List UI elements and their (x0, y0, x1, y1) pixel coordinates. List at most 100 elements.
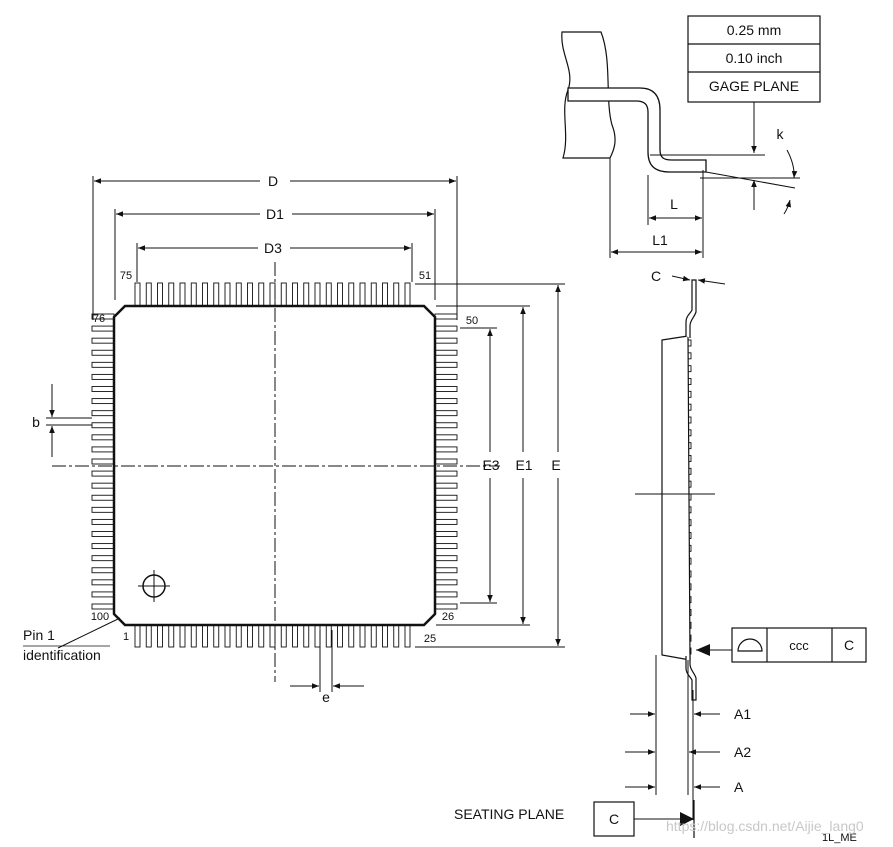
lead-pin (91, 555, 115, 562)
lead-detail-view: 0.25 mm 0.10 inch GAGE PLANE k L L1 (561, 15, 821, 258)
dim-e-label: E (551, 457, 560, 473)
lead-pin (434, 434, 458, 441)
lead-pin (91, 398, 115, 405)
lead-pin (393, 282, 400, 307)
lead-pin (91, 470, 115, 477)
dim-d3-label: D3 (264, 240, 282, 256)
pins-left (91, 313, 115, 610)
lead-pin (382, 624, 388, 648)
dim-c-label: C (651, 268, 661, 284)
lead-pin (292, 282, 298, 307)
lead-pin (434, 458, 458, 465)
lead-pin (404, 282, 411, 307)
lead-pin (434, 543, 458, 550)
pin-number-51: 51 (419, 270, 431, 282)
pin1-leader (57, 617, 121, 649)
dim-a-label: A (734, 779, 744, 795)
lead-pin (434, 386, 458, 392)
lead-pin (91, 373, 115, 380)
lead-pin (434, 579, 458, 586)
lead-pin (202, 624, 208, 648)
lead-pin (303, 624, 310, 648)
pin1-label-line2: identification (23, 647, 101, 663)
lead-pin (269, 624, 276, 648)
pin-number-1: 1 (123, 631, 129, 643)
dim-d1-label: D1 (266, 206, 284, 222)
lead-pin (434, 482, 458, 489)
lead-pin (179, 624, 186, 648)
lead-pin (434, 567, 458, 574)
lead-pin (370, 624, 377, 648)
seating-datum: C (609, 811, 619, 827)
side-view: C ccc C A1 A2 A SEATING PLANE (454, 268, 867, 844)
lead-pin (280, 624, 287, 648)
lead-pin (348, 624, 355, 648)
dim-d-label: D (268, 173, 278, 189)
lead-pin (91, 337, 115, 344)
dim-a2-label: A2 (734, 744, 751, 760)
lead-pin (134, 282, 141, 307)
pins-right (434, 313, 458, 610)
pins-top (134, 282, 411, 307)
lead-pin (434, 446, 458, 453)
pin1-marker-icon (138, 570, 170, 602)
lead-pin (382, 282, 388, 307)
lead-pin (157, 624, 163, 648)
lead-pin (325, 282, 332, 307)
lead-pin (314, 624, 321, 648)
lead-pin (434, 349, 458, 356)
lead-pin (280, 282, 287, 307)
gage-mm: 0.25 mm (727, 22, 781, 38)
lead-pin (247, 624, 253, 648)
lead-pin (314, 282, 321, 307)
pin-number-26: 26 (442, 611, 454, 623)
dim-a1-label: A1 (734, 706, 751, 722)
lead-pin (337, 624, 343, 648)
lead-pin (393, 624, 400, 648)
drawing-code: 1L_ME (822, 832, 857, 844)
lead-pin (91, 543, 115, 550)
lead-pin (91, 349, 115, 356)
lead-pin (190, 624, 197, 648)
lead-pin (91, 446, 115, 453)
pin-number-76: 76 (93, 313, 105, 325)
coplanarity-datum: C (844, 637, 854, 653)
lead-pin (434, 603, 458, 610)
dim-l-label: L (670, 196, 678, 212)
pin1-label-line1: Pin 1 (23, 627, 55, 643)
lead-pin (303, 282, 310, 307)
lead-pin (269, 282, 276, 307)
lead-pin (235, 282, 242, 307)
lead-pin (145, 282, 152, 307)
lead-pin (224, 624, 231, 648)
dim-k-label: k (777, 126, 785, 142)
dim-e3-label: E3 (482, 457, 499, 473)
lead-pin (202, 282, 208, 307)
watermark: https://blog.csdn.net/Aijie_lang0 (666, 818, 864, 834)
lead-pin (91, 434, 115, 441)
lead-pin (348, 282, 355, 307)
pin-number-50: 50 (466, 315, 478, 327)
lead-pin (91, 325, 115, 332)
lead-pin (370, 282, 377, 307)
top-view: D D1 D3 E3 E1 E b (23, 173, 565, 705)
lead-pin (434, 373, 458, 380)
lead-pin (434, 494, 458, 501)
gage-table: 0.25 mm 0.10 inch GAGE PLANE (687, 15, 821, 103)
lead-pin (134, 624, 141, 648)
lead-pin (434, 555, 458, 562)
lead-pin (179, 282, 186, 307)
lead-pin (168, 624, 175, 648)
dim-e1-label: E1 (515, 457, 532, 473)
lead-pin (213, 282, 220, 307)
lead-pin (404, 624, 411, 648)
lead-pin (91, 422, 115, 429)
lead-pin (145, 624, 152, 648)
lead-pin (91, 410, 115, 417)
pins-bottom (134, 624, 411, 648)
lead-pin (168, 282, 175, 307)
lead-pin (91, 458, 115, 465)
lead-pin (91, 579, 115, 586)
gage-inch: 0.10 inch (726, 50, 783, 66)
